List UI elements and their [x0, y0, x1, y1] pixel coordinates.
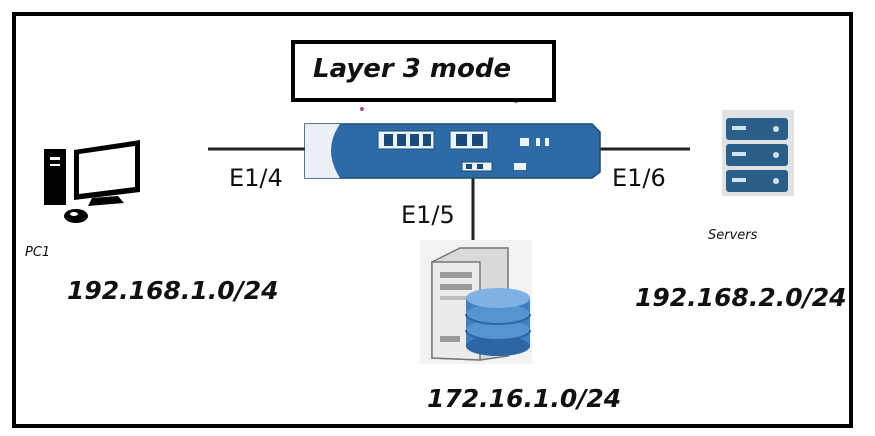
network-right: 192.168.2.0/24 [635, 283, 847, 312]
network-left: 192.168.1.0/24 [67, 276, 279, 305]
pc-label: PC1 [25, 245, 51, 260]
port-label-e1-6: E1/6 [612, 164, 666, 192]
servers-label: Servers [708, 228, 758, 243]
port-label-e1-4: E1/4 [229, 164, 283, 192]
server-rack-icon [722, 110, 794, 196]
title-box: Layer 3 mode [291, 40, 556, 102]
pc-icon [44, 140, 140, 223]
firewall-icon [304, 99, 601, 179]
port-label-e1-5: E1/5 [401, 201, 455, 229]
diagram-title: Layer 3 mode [313, 54, 512, 84]
diagram-frame [12, 12, 853, 428]
network-bottom: 172.16.1.0/24 [427, 384, 622, 413]
database-server-icon [420, 240, 532, 364]
